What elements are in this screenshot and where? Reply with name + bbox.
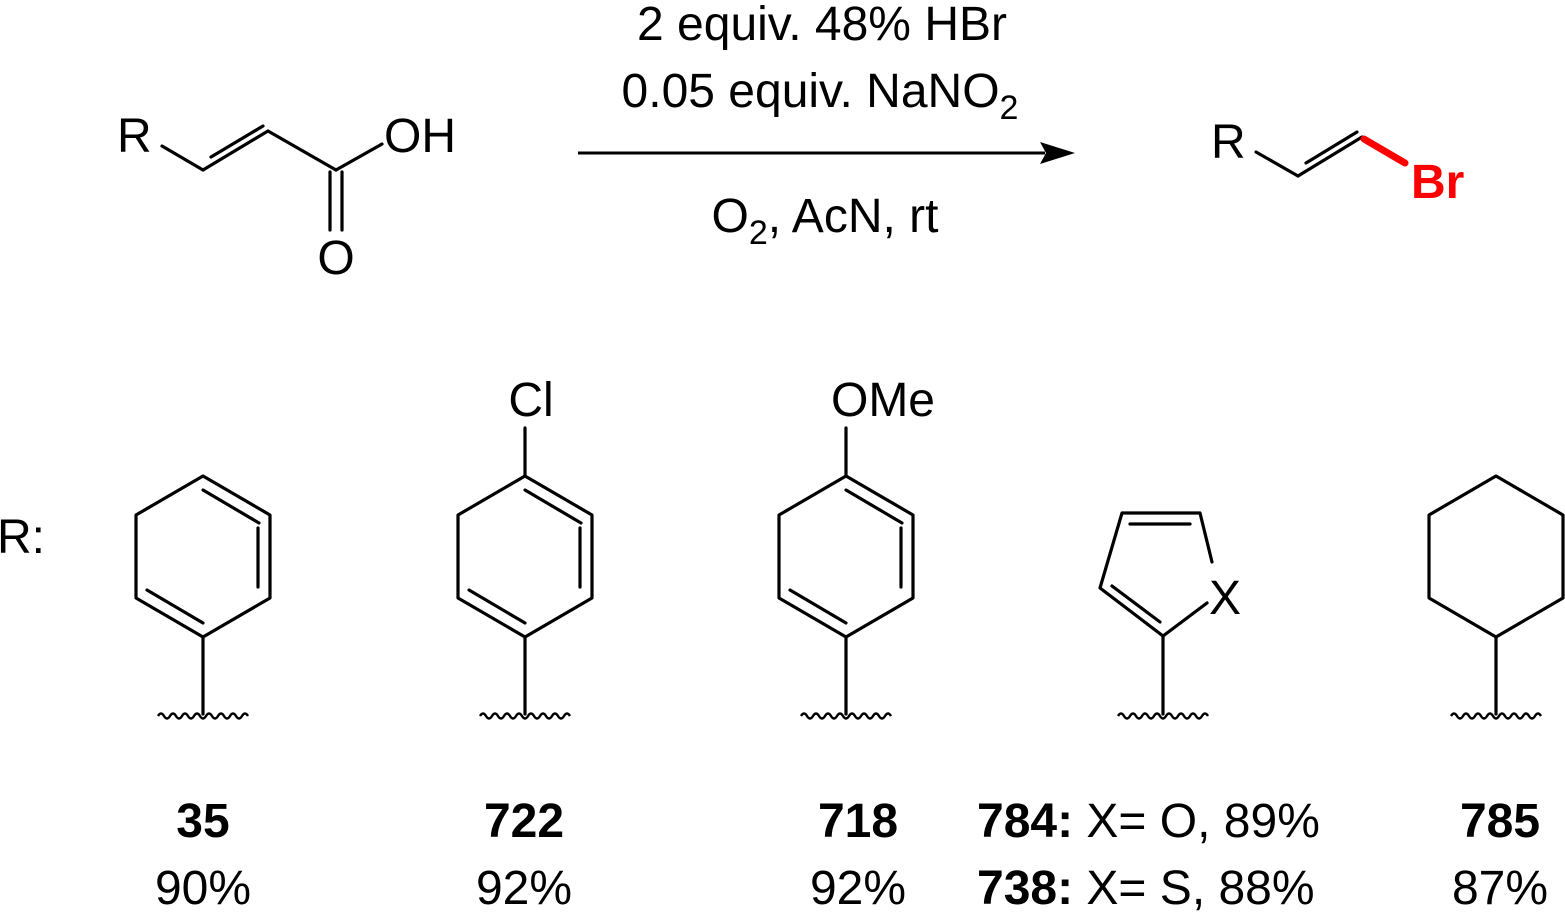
condition-line-3-subscript: 2 bbox=[749, 214, 768, 252]
para-substituent-label: OMe bbox=[831, 374, 935, 427]
chlorophenyl-attachment-wavy-line bbox=[478, 712, 572, 720]
reactant-bond-c1-c2 bbox=[201, 129, 270, 172]
product-bond-r-c1 bbox=[1254, 150, 1300, 178]
methoxyphenyl-inner-bond-1 bbox=[844, 488, 904, 525]
reactant-structure: R OH O bbox=[117, 110, 456, 285]
heteroatom-label: X bbox=[1209, 572, 1241, 625]
heteroaryl-entry-detail: X= O, 89% bbox=[1073, 795, 1320, 848]
compound-number: 722 bbox=[484, 795, 564, 848]
para-substituent-label: Cl bbox=[508, 374, 553, 427]
product-bond-c1-c2 bbox=[1296, 135, 1364, 178]
compound-number: 718 bbox=[818, 795, 898, 848]
phenyl-ring bbox=[134, 474, 272, 639]
condition-line-1: 2 equiv. 48% HBr bbox=[637, 0, 1007, 51]
methoxyphenyl-attachment-wavy-line bbox=[799, 712, 893, 720]
condition-line-2-subscript: 2 bbox=[1000, 89, 1019, 127]
chlorophenyl-inner-bond-3 bbox=[467, 588, 527, 625]
heteroaryl-entry-2: 738: X= S, 88% bbox=[977, 862, 1315, 914]
reactant-bond-c3-oh bbox=[334, 142, 384, 172]
reactant-bond-c1-c2-inner bbox=[209, 124, 265, 159]
reaction-arrowhead bbox=[1040, 142, 1075, 164]
methoxyphenyl-inner-bond-3 bbox=[788, 588, 848, 625]
heteroaryl-inner-bond-left bbox=[1110, 584, 1162, 624]
heteroaryl-ring bbox=[1098, 511, 1214, 638]
phenyl-inner-bond-3 bbox=[145, 588, 205, 625]
cyclohexyl-attachment-wavy-line bbox=[1449, 712, 1543, 720]
condition-line-3-oxygen: O bbox=[712, 190, 749, 243]
condition-line-3: O2, AcN, rt bbox=[712, 190, 939, 252]
condition-line-2: 0.05 equiv. NaNO2 bbox=[622, 65, 1019, 127]
compound-yield: 92% bbox=[476, 862, 572, 914]
compound-number: 35 bbox=[176, 795, 229, 848]
condition-line-2-main: 0.05 equiv. NaNO bbox=[622, 65, 1000, 118]
product-structure: R Br bbox=[1211, 116, 1464, 209]
heteroaryl-entry-detail: X= S, 88% bbox=[1073, 862, 1314, 914]
substituent-4-methoxyphenyl: OMe 718 92% bbox=[777, 374, 935, 914]
cyclohexyl-ring bbox=[1427, 474, 1565, 639]
substituent-cyclohexyl: 785 87% bbox=[1427, 474, 1565, 914]
phenyl-attachment-wavy-line bbox=[156, 712, 250, 720]
phenyl-inner-bond-1 bbox=[201, 488, 261, 525]
reactant-bond-r-c1 bbox=[160, 144, 205, 172]
reactant-o-label: O bbox=[317, 232, 354, 285]
reactant-r-label: R bbox=[117, 110, 152, 163]
product-bond-c2-br bbox=[1360, 135, 1409, 167]
compound-yield: 92% bbox=[810, 862, 906, 914]
substituent-heteroaryl: X 784: X= O, 89% 738: X= S, 88% bbox=[977, 511, 1320, 914]
condition-line-3-rest: , AcN, rt bbox=[768, 190, 939, 243]
substituent-4-chlorophenyl: Cl 722 92% bbox=[456, 374, 594, 914]
methoxyphenyl-ring bbox=[777, 474, 915, 639]
compound-yield: 90% bbox=[155, 862, 251, 914]
compound-yield: 87% bbox=[1452, 862, 1548, 914]
product-r-label: R bbox=[1211, 116, 1246, 169]
heteroaryl-entry-1: 784: X= O, 89% bbox=[977, 795, 1320, 848]
reactant-oh-label: OH bbox=[384, 110, 456, 163]
heteroaryl-attachment-wavy-line bbox=[1116, 712, 1210, 720]
substituent-header: R: bbox=[0, 511, 45, 564]
compound-number: 784: bbox=[977, 795, 1073, 848]
compound-number: 738: bbox=[977, 862, 1073, 914]
chlorophenyl-inner-bond-1 bbox=[523, 488, 583, 525]
reactant-bond-c2-c3 bbox=[266, 129, 338, 172]
chlorophenyl-ring bbox=[456, 474, 594, 639]
reaction-arrow-group: 2 equiv. 48% HBr 0.05 equiv. NaNO2 O2, A… bbox=[578, 0, 1075, 252]
product-br-label: Br bbox=[1411, 156, 1464, 209]
product-bond-c1-c2-inner bbox=[1304, 130, 1359, 165]
substituent-phenyl: 35 90% bbox=[134, 474, 272, 914]
compound-number: 785 bbox=[1460, 795, 1540, 848]
